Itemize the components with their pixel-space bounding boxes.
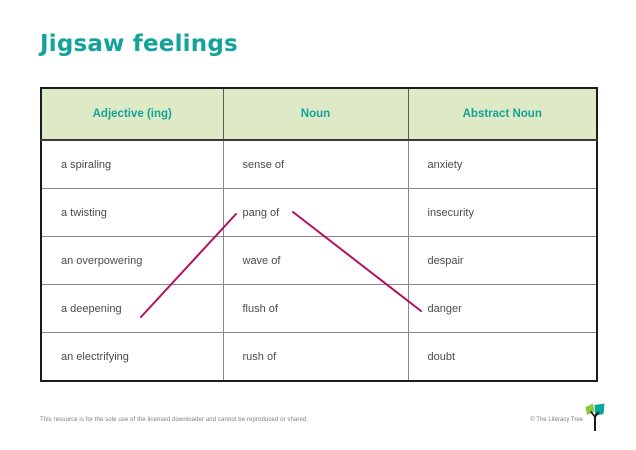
- table-cell: anxiety: [407, 139, 598, 189]
- table-row: an electrifying rush of doubt: [40, 332, 598, 382]
- logo-trunk: [590, 411, 600, 431]
- table-row: a spiraling sense of anxiety: [40, 139, 598, 189]
- table-row: a twisting pang of insecurity: [40, 188, 598, 237]
- table-cell: a twisting: [40, 188, 224, 237]
- table-cell: an overpowering: [40, 236, 224, 285]
- footer-copyright: © The Literacy Tree: [530, 417, 583, 423]
- header-row: Adjective (ing) Noun Abstract Noun: [40, 87, 598, 141]
- table-cell: danger: [407, 284, 598, 333]
- feelings-table-container: Adjective (ing) Noun Abstract Noun a spi…: [40, 87, 598, 382]
- table-cell: doubt: [407, 332, 598, 382]
- table-cell: an electrifying: [40, 332, 224, 382]
- table-cell: wave of: [222, 236, 409, 285]
- table-cell: sense of: [222, 139, 409, 189]
- table-cell: a deepening: [40, 284, 224, 333]
- table-cell: despair: [407, 236, 598, 285]
- table-row: an overpowering wave of despair: [40, 236, 598, 285]
- table-row: a deepening flush of danger: [40, 284, 598, 333]
- footer-disclaimer: This resource is for the sole use of the…: [40, 417, 309, 423]
- page-title: Jigsaw feelings: [40, 31, 238, 57]
- column-header-abstract-noun: Abstract Noun: [407, 87, 598, 141]
- table-cell: insecurity: [407, 188, 598, 237]
- column-header-noun: Noun: [222, 87, 409, 141]
- literacy-tree-logo: [585, 403, 605, 431]
- table-cell: rush of: [222, 332, 409, 382]
- column-header-adjective: Adjective (ing): [40, 87, 224, 141]
- table-cell: a spiraling: [40, 139, 224, 189]
- feelings-table: Adjective (ing) Noun Abstract Noun a spi…: [40, 87, 598, 382]
- table-cell: pang of: [222, 188, 409, 237]
- table-cell: flush of: [222, 284, 409, 333]
